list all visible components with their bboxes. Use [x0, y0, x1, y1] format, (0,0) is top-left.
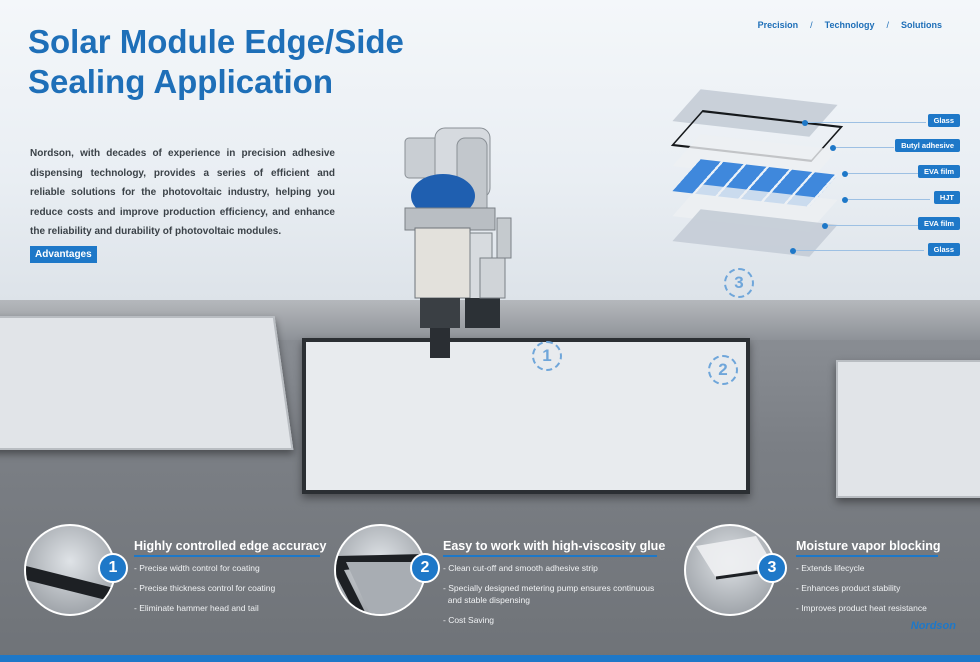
callout-line [808, 122, 926, 123]
top-nav: Precision / Technology / Solutions [758, 20, 942, 30]
feature-2-point: - Clean cut-off and smooth adhesive stri… [443, 563, 598, 573]
feature-3-point: - Extends lifecycle [796, 563, 865, 573]
feature-2-list: - Clean cut-off and smooth adhesive stri… [443, 562, 654, 634]
feature-1-point: - Eliminate hammer head and tail [134, 603, 259, 613]
nav-item-solutions[interactable]: Solutions [901, 20, 942, 30]
feature-3-number: 3 [757, 553, 787, 583]
bottom-accent-bar [0, 655, 980, 662]
nav-item-precision[interactable]: Precision [757, 20, 799, 30]
feature-2-point: - Cost Saving [443, 615, 495, 625]
glass-panel-right [836, 360, 980, 498]
callout-line [848, 199, 930, 200]
callout-line [828, 225, 920, 226]
layer-label-glass-bottom[interactable]: Glass [927, 243, 960, 256]
page-title: Solar Module Edge/Side Sealing Applicati… [28, 23, 404, 100]
feature-1-list: - Precise width control for coating - Pr… [134, 562, 275, 622]
nav-separator: / [886, 20, 889, 30]
feature-1-number: 1 [98, 553, 128, 583]
feature-3-title: Moisture vapor blocking [796, 539, 941, 553]
nordson-logo[interactable]: Nordson [910, 620, 956, 632]
feature-1-underline [134, 555, 320, 557]
feature-1-point: - Precise width control for coating [134, 563, 260, 573]
callout-dot [802, 120, 808, 126]
callout-line [848, 173, 920, 174]
callout-dot [830, 145, 836, 151]
layer-label-butyl[interactable]: Butyl adhesive [895, 139, 960, 152]
layer-label-hjt[interactable]: HJT [933, 191, 960, 204]
layer-label-glass-top[interactable]: Glass [927, 114, 960, 127]
advantages-button[interactable]: Advantages [30, 246, 97, 263]
layer-label-eva-bottom[interactable]: EVA film [917, 217, 960, 230]
nav-item-technology[interactable]: Technology [824, 20, 875, 30]
feature-1-title: Highly controlled edge accuracy [134, 539, 327, 553]
marker-1[interactable]: 1 [532, 341, 562, 371]
dispensing-head-illustration [404, 127, 512, 358]
callout-dot [822, 223, 828, 229]
nav-separator: / [810, 20, 813, 30]
callout-line [836, 147, 894, 148]
marker-3[interactable]: 3 [724, 268, 754, 298]
layer-label-eva-top[interactable]: EVA film [917, 165, 960, 178]
intro-paragraph: Nordson, with decades of experience in p… [30, 148, 335, 237]
feature-1-point: - Precise thickness control for coating [134, 583, 276, 593]
feature-3-point: - Enhances product stability [796, 583, 901, 593]
feature-3-point: - Improves product heat resistance [796, 603, 927, 613]
callout-dot [842, 197, 848, 203]
callout-dot [842, 171, 848, 177]
callout-line [796, 250, 924, 251]
feature-3-underline [796, 555, 938, 557]
feature-3-list: - Extends lifecycle - Enhances product s… [796, 562, 927, 622]
feature-2-point: and stable dispensing [443, 595, 530, 605]
glass-panel-left [0, 316, 294, 450]
feature-2-point: - Specially designed metering pump ensur… [443, 583, 655, 593]
feature-2-number: 2 [410, 553, 440, 583]
feature-2-underline [443, 555, 657, 557]
marker-2[interactable]: 2 [708, 355, 738, 385]
callout-dot [790, 248, 796, 254]
glass-panel-center [302, 338, 750, 494]
feature-2-title: Easy to work with high-viscosity glue [443, 539, 666, 553]
